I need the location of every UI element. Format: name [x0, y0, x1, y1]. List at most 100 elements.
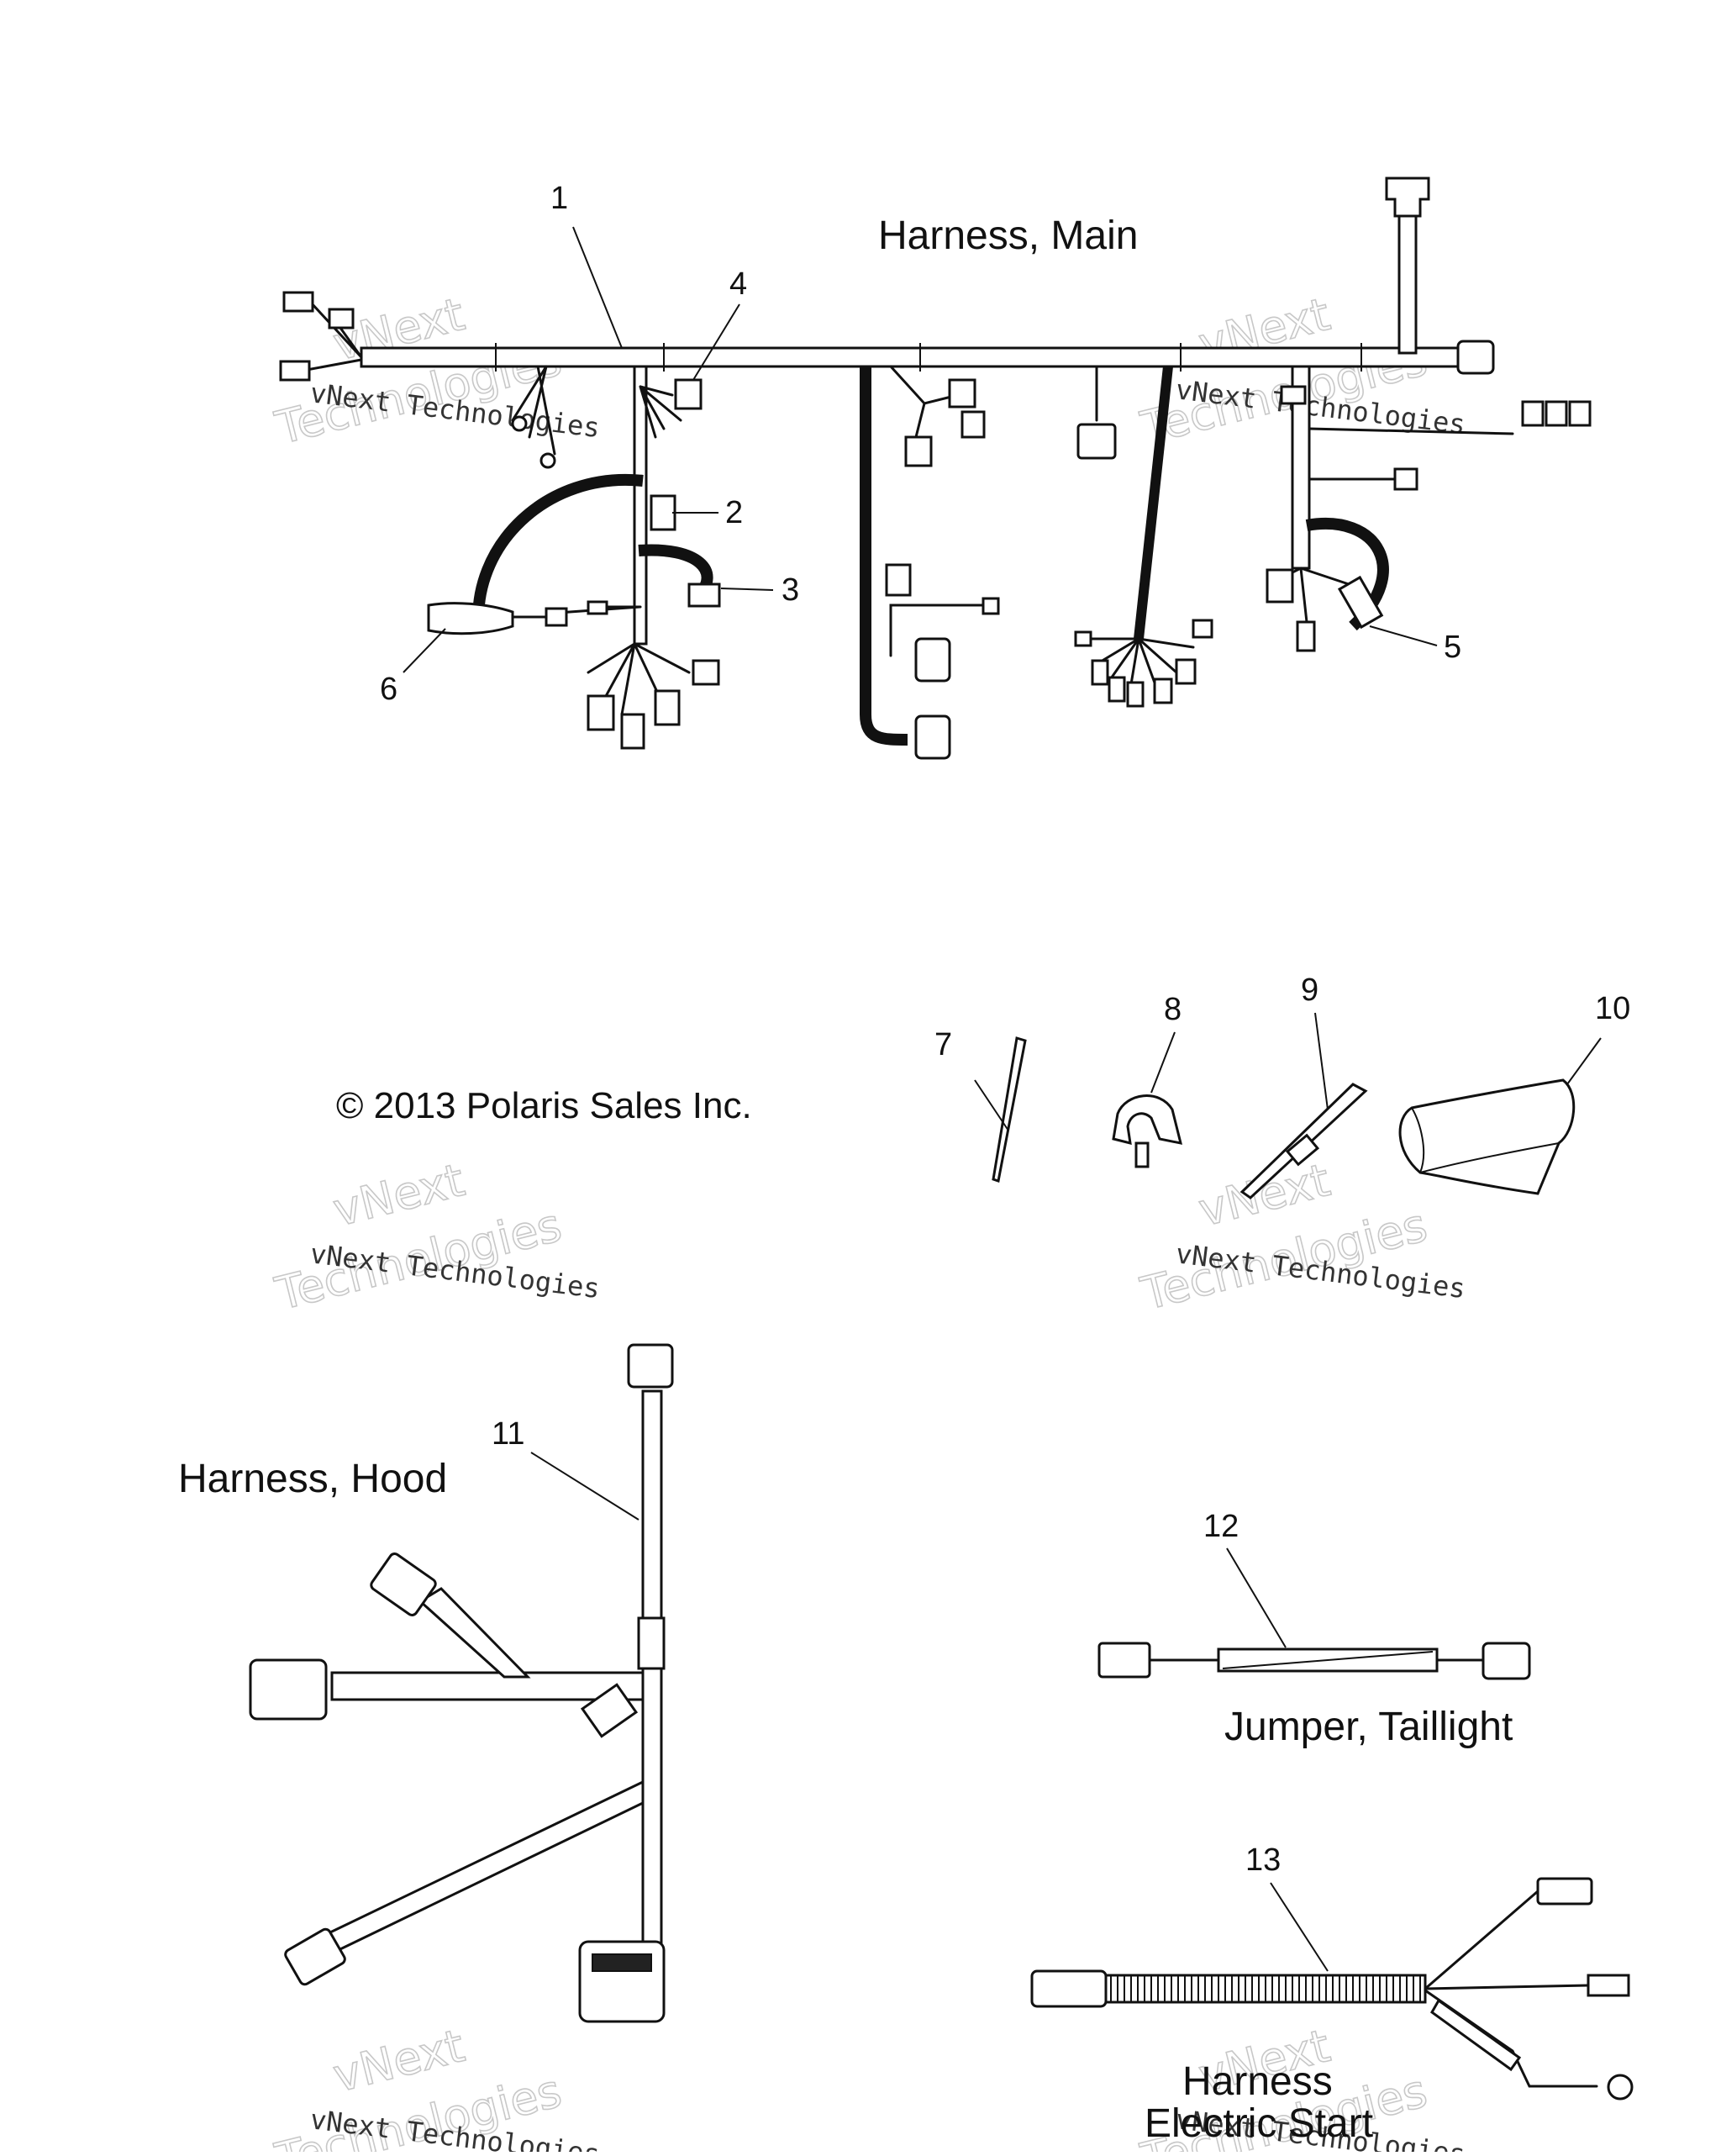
part-8-pin [1134, 1141, 1150, 1168]
hood-branch-upper [418, 1587, 531, 1679]
left-pigtail [305, 301, 363, 372]
connector [1568, 400, 1592, 427]
connector [1393, 467, 1418, 491]
callout-12: 12 [1203, 1509, 1239, 1544]
main-trunk [360, 346, 1460, 368]
connector [650, 494, 676, 531]
bottom-fan-right [1082, 637, 1195, 691]
leader-13 [1270, 1882, 1329, 1972]
branch-diagonal [1134, 366, 1173, 640]
connector [654, 689, 681, 726]
connector [545, 607, 568, 627]
part-9-mount [1285, 1133, 1320, 1167]
connector-es-left [1030, 1969, 1108, 2008]
leader-8 [1150, 1031, 1176, 1094]
connector [1280, 385, 1307, 405]
wire [511, 365, 556, 456]
es-tube-ribs [1110, 1975, 1421, 2002]
connector [587, 600, 608, 615]
wire [889, 604, 993, 657]
callout-11: 11 [492, 1416, 524, 1452]
connector-hood-bottom-inner [592, 1953, 652, 1972]
trunk-bands [495, 343, 1362, 372]
ring-terminal-es [1607, 2074, 1634, 2101]
callout-4: 4 [729, 266, 747, 302]
ring-terminal [511, 415, 528, 432]
small-parts: 7 8 9 10 [934, 973, 1630, 1199]
connector [1076, 423, 1117, 460]
connector [587, 694, 615, 731]
connector [1266, 568, 1294, 604]
es-wire-3 [1424, 1989, 1598, 2088]
connector [1192, 619, 1213, 639]
callout-9: 9 [1301, 973, 1318, 1008]
fan-wires [639, 385, 682, 439]
connector-top-right [1385, 177, 1430, 218]
leader-3 [720, 588, 774, 591]
title-harness-hood: Harness, Hood [178, 1457, 447, 1501]
connector-hood-upper [370, 1552, 437, 1616]
es-wire-2 [1424, 1984, 1590, 1990]
connector-hood-top [627, 1343, 674, 1389]
connector [282, 291, 314, 313]
connector-3 [687, 582, 721, 608]
es-wire-1 [1424, 1890, 1539, 1990]
title-jumper-taillight: Jumper, Taillight [1224, 1705, 1513, 1749]
right-branch [1397, 200, 1418, 355]
leader-12 [1226, 1547, 1287, 1648]
connector [1545, 400, 1568, 427]
connector [1126, 681, 1145, 708]
leader-7 [974, 1079, 1009, 1131]
leader-6 [403, 628, 446, 673]
connector [1175, 658, 1197, 685]
callout-5: 5 [1444, 630, 1461, 665]
loop-left [472, 473, 644, 631]
connector [885, 563, 912, 597]
jumper-sleeve-line [1222, 1651, 1434, 1669]
connector [328, 308, 355, 329]
hood-branch-lower [308, 1779, 645, 1960]
connector-hood-left [249, 1658, 328, 1721]
connector-jumper-left [1097, 1642, 1151, 1679]
callout-13: 13 [1245, 1842, 1281, 1878]
callout-1: 1 [550, 181, 568, 216]
hood-splice [637, 1616, 666, 1670]
wire [1308, 427, 1514, 435]
callout-7: 7 [934, 1027, 952, 1062]
callout-2: 2 [725, 495, 743, 530]
connector-hood-mid [580, 1683, 639, 1738]
callout-6: 6 [380, 672, 397, 707]
connector [279, 360, 311, 382]
title-electric-start-2: Electric Start [1145, 2101, 1373, 2146]
connector [620, 713, 645, 750]
connector [914, 637, 951, 683]
leader-4 [692, 303, 740, 381]
leader-1 [572, 226, 623, 349]
branch-u [860, 366, 908, 746]
connector [948, 378, 976, 409]
connector-jumper-right [1482, 1642, 1531, 1680]
wire [889, 365, 960, 439]
connector [1074, 630, 1092, 647]
part-7-cable-tie [992, 1036, 1027, 1183]
harness-hood: Harness, Hood 11 [178, 1343, 674, 2023]
connector [1296, 620, 1316, 652]
connector [960, 410, 986, 439]
part-10-sleeve [1398, 1078, 1576, 1195]
connector-4 [674, 378, 703, 410]
copyright-text: © 2013 Polaris Sales Inc. [336, 1085, 752, 1126]
connector [1108, 676, 1126, 703]
harness-main: Harness, Main [279, 177, 1592, 760]
connector-5 [1337, 575, 1384, 630]
connector [1091, 659, 1109, 686]
connector [904, 435, 933, 467]
bottom-fan [587, 642, 691, 716]
leader-5 [1369, 625, 1438, 646]
connector [1521, 400, 1545, 427]
connector-right-end [1456, 340, 1495, 375]
part-8-clip [1112, 1094, 1183, 1146]
leader-10 [1566, 1037, 1602, 1085]
connector [982, 597, 1000, 615]
ring-terminal [539, 452, 556, 469]
